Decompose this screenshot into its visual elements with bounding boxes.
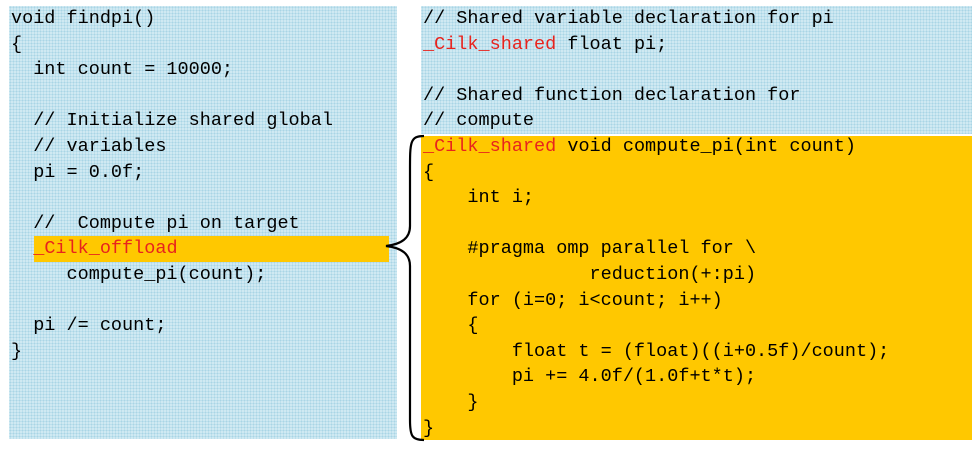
left-code-line: _Cilk_offload [11,236,178,261]
offload-highlight [34,236,389,262]
right-code-line: for (i=0; i<count; i++) [423,289,723,311]
left-code-line: // variables [11,136,167,157]
cilk-keyword: _Cilk_shared [423,136,557,157]
left-code-line: compute_pi(count); [11,264,267,285]
right-code-line: #pragma omp parallel for \ [423,238,757,260]
left-code-line: pi /= count; [11,315,167,337]
cilk-keyword: _Cilk_shared [423,33,557,55]
right-code-line: int i; [423,187,535,209]
left-code-line: // Compute pi on target [11,212,300,234]
right-code-line: pi += 4.0f/(1.0f+t*t); [423,366,757,388]
right-code-line: } [423,392,479,413]
right-code-line: { [423,161,435,183]
left-code-line: // Initialize shared global [11,110,333,132]
curly-brace-connector [385,134,425,442]
right-code-line: { [423,315,479,337]
right-code-line: } [423,417,435,439]
left-code-line: } [11,340,23,362]
left-code-line: { [11,33,23,55]
shared-function-highlight [421,136,972,440]
right-code-line: _Cilk_shared float pi; [423,33,668,55]
left-code-line: pi = 0.0f; [11,161,145,183]
caller-code-panel [9,6,397,439]
right-code-line: float t = (float)((i+0.5f)/count); [423,340,890,362]
right-code-line: // Shared variable declaration for pi [423,8,834,29]
right-code-line: _Cilk_shared void compute_pi(int count) [423,136,856,157]
right-code-line: // Shared function declaration for [423,84,801,106]
cilk-keyword: _Cilk_offload [33,238,178,260]
left-code-line: void findpi() [11,8,156,29]
left-code-line: int count = 10000; [11,59,234,81]
right-code-line: reduction(+:pi) [423,264,757,285]
right-code-line: // compute [423,110,535,132]
declarations-code-panel [421,6,972,134]
